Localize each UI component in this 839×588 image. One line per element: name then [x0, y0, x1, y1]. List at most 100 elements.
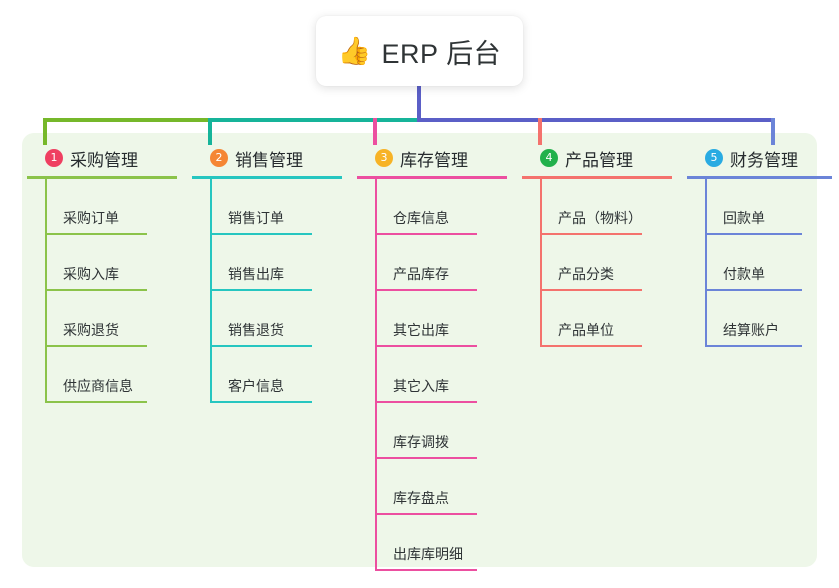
branch-title: 产品管理	[565, 150, 633, 170]
leaf-node-rule	[45, 289, 147, 291]
leaf-node-label: 产品单位	[558, 322, 614, 338]
leaf-node-rule	[45, 345, 147, 347]
leaf-node-rule	[210, 401, 312, 403]
root-node-title: ERP 后台	[381, 38, 502, 69]
branch-spine	[45, 179, 47, 403]
branch-items-3: 仓库信息产品库存其它出库其它入库库存调拨库存盘点出库库明细	[357, 179, 507, 571]
branch-column-3: 3 库存管理仓库信息产品库存其它出库其它入库库存调拨库存盘点出库库明细	[357, 145, 507, 571]
leaf-node[interactable]: 产品分类	[540, 235, 672, 291]
branch-spine	[210, 179, 212, 403]
leaf-node-label: 仓库信息	[393, 210, 449, 226]
leaf-node-rule	[45, 233, 147, 235]
leaf-node[interactable]: 销售订单	[210, 179, 342, 235]
root-node-card[interactable]: 👍 ERP 后台	[316, 16, 523, 86]
leaf-node-rule	[375, 289, 477, 291]
branch-number-badge: 4	[540, 149, 558, 167]
branch-items-4: 产品（物料） 产品分类产品单位	[522, 179, 672, 347]
leaf-node-rule	[375, 401, 477, 403]
leaf-node-rule	[210, 289, 312, 291]
leaf-node-label: 采购入库	[63, 266, 119, 282]
leaf-node[interactable]: 仓库信息	[375, 179, 507, 235]
branch-header-rule	[27, 176, 177, 179]
branch-spine	[705, 179, 707, 347]
leaf-node[interactable]: 采购退货	[45, 291, 177, 347]
leaf-node-rule	[540, 345, 642, 347]
bar-segment-left	[43, 118, 212, 122]
leaf-node-label: 库存调拨	[393, 434, 449, 450]
leaf-node-label: 销售出库	[228, 266, 284, 282]
leaf-node-label: 采购订单	[63, 210, 119, 226]
leaf-node-rule	[705, 289, 802, 291]
leaf-node[interactable]: 客户信息	[210, 347, 342, 403]
branch-header-rule	[522, 176, 672, 179]
leaf-node[interactable]: 销售退货	[210, 291, 342, 347]
branch-stub-1	[43, 118, 47, 145]
leaf-node[interactable]: 结算账户	[705, 291, 832, 347]
branch-header-rule	[192, 176, 342, 179]
leaf-node[interactable]: 其它入库	[375, 347, 507, 403]
branch-title: 采购管理	[70, 150, 138, 170]
leaf-node[interactable]: 回款单	[705, 179, 832, 235]
leaf-node-label: 其它出库	[393, 322, 449, 338]
leaf-node[interactable]: 采购订单	[45, 179, 177, 235]
leaf-node-rule	[210, 233, 312, 235]
thumbs-up-icon: 👍	[337, 35, 372, 66]
branch-spine	[375, 179, 377, 571]
leaf-node[interactable]: 付款单	[705, 235, 832, 291]
leaf-node-label: 出库库明细	[393, 546, 463, 562]
branch-header-1[interactable]: 1 采购管理	[27, 145, 177, 171]
branch-number-badge: 1	[45, 149, 63, 167]
branch-number-badge: 3	[375, 149, 393, 167]
leaf-node[interactable]: 采购入库	[45, 235, 177, 291]
branch-number-badge: 5	[705, 149, 723, 167]
leaf-node-label: 库存盘点	[393, 490, 449, 506]
leaf-node-label: 采购退货	[63, 322, 119, 338]
branch-header-rule	[357, 176, 507, 179]
leaf-node[interactable]: 销售出库	[210, 235, 342, 291]
leaf-node-rule	[375, 569, 477, 571]
leaf-node-label: 供应商信息	[63, 378, 133, 394]
leaf-node-label: 产品分类	[558, 266, 614, 282]
leaf-node[interactable]: 出库库明细	[375, 515, 507, 571]
leaf-node[interactable]: 其它出库	[375, 291, 507, 347]
leaf-node-rule	[375, 233, 477, 235]
branch-header-3[interactable]: 3 库存管理	[357, 145, 507, 171]
leaf-node[interactable]: 库存调拨	[375, 403, 507, 459]
leaf-node-rule	[375, 513, 477, 515]
bar-segment-middle	[208, 118, 419, 122]
branch-stub-5	[771, 118, 775, 145]
branch-header-4[interactable]: 4 产品管理	[522, 145, 672, 171]
leaf-node[interactable]: 供应商信息	[45, 347, 177, 403]
leaf-node[interactable]: 库存盘点	[375, 459, 507, 515]
leaf-node-rule	[375, 345, 477, 347]
leaf-node-label: 结算账户	[723, 322, 779, 338]
leaf-node-rule	[540, 233, 642, 235]
leaf-node-label: 产品库存	[393, 266, 449, 282]
leaf-node-rule	[375, 457, 477, 459]
leaf-node-label: 客户信息	[228, 378, 284, 394]
branch-items-1: 采购订单采购入库采购退货供应商信息	[27, 179, 177, 403]
branch-column-4: 4 产品管理产品（物料） 产品分类产品单位	[522, 145, 672, 347]
leaf-node[interactable]: 产品库存	[375, 235, 507, 291]
leaf-node-rule	[705, 233, 802, 235]
leaf-node-label: 销售订单	[228, 210, 284, 226]
branch-stub-4	[538, 118, 542, 145]
bar-segment-right	[417, 118, 775, 122]
leaf-node[interactable]: 产品（物料）	[540, 179, 672, 235]
branch-title: 库存管理	[400, 150, 468, 170]
diagram-panel	[22, 133, 817, 567]
branch-items-2: 销售订单销售出库销售退货客户信息	[192, 179, 342, 403]
branch-header-rule	[687, 176, 832, 179]
leaf-node-label: 回款单	[723, 210, 765, 226]
leaf-node-rule	[705, 345, 802, 347]
leaf-node[interactable]: 产品单位	[540, 291, 672, 347]
branch-column-1: 1 采购管理采购订单采购入库采购退货供应商信息	[27, 145, 177, 403]
leaf-node-rule	[45, 401, 147, 403]
branch-stub-3	[373, 118, 377, 145]
branch-stub-2	[208, 118, 212, 145]
branch-title: 销售管理	[235, 150, 303, 170]
